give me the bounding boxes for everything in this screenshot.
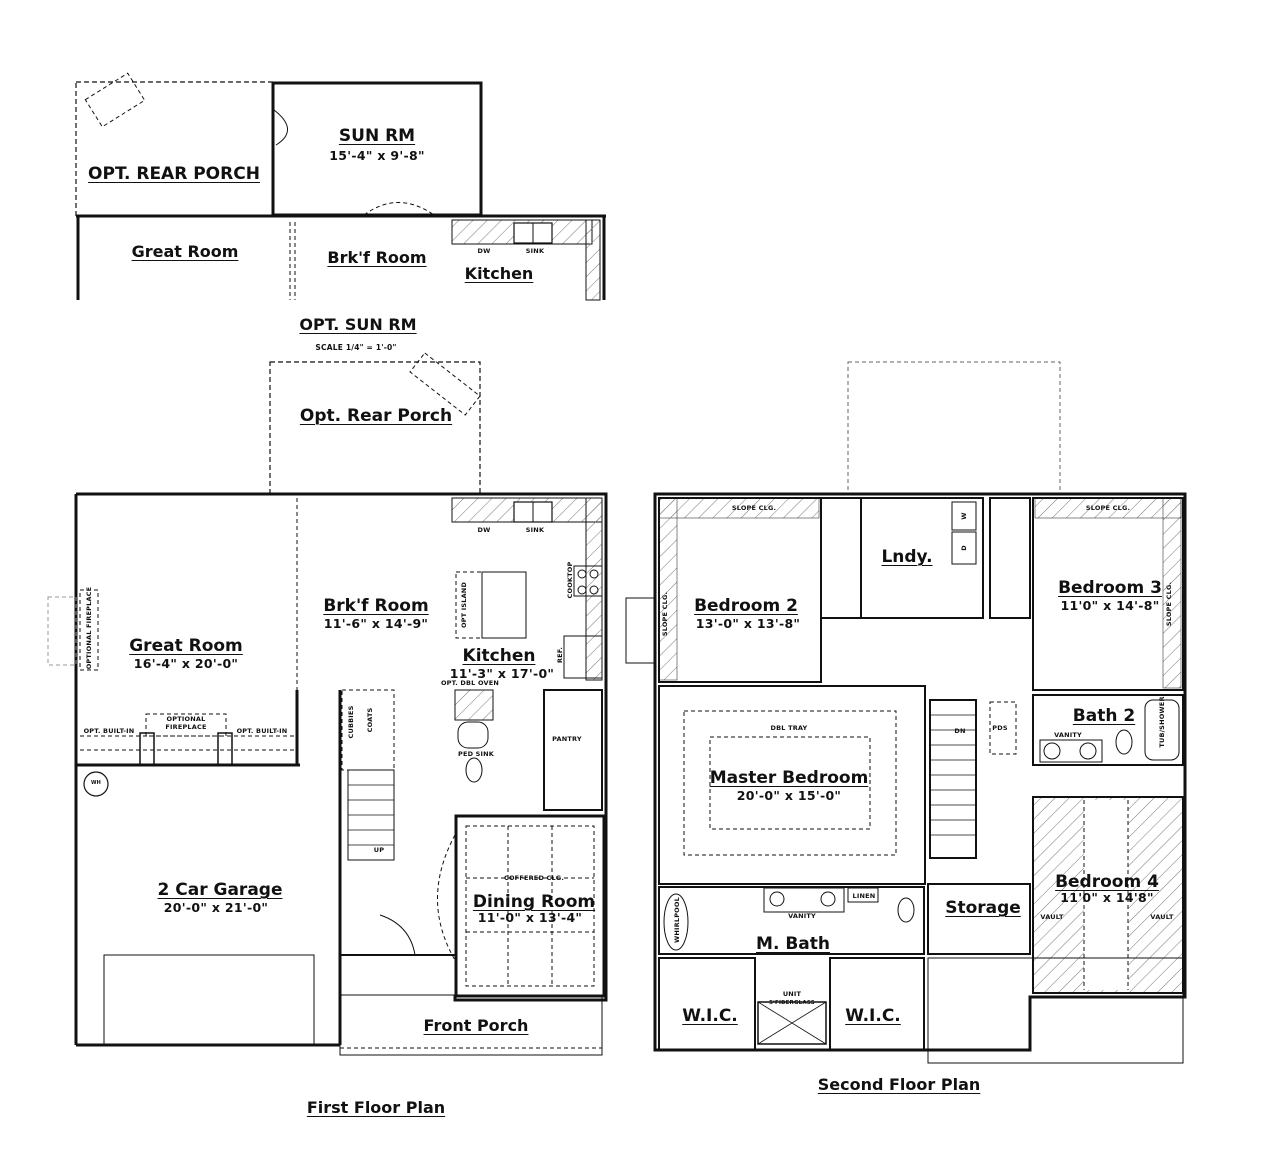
fiberglass-note: 5'FIBERGLASS: [769, 1000, 815, 1006]
great-room-dimensions: 16'-4" x 20'-0": [133, 656, 239, 671]
opt-island-note: OPT ISLAND: [460, 581, 468, 629]
water-heater-note: WH: [90, 780, 102, 786]
opt-dbl-oven-note: OPT. DBL OVEN: [440, 679, 500, 687]
sun-room-label: SUN RM: [338, 126, 416, 146]
master-bath-label: M. Bath: [756, 934, 830, 954]
brkf-room-label: Brk'f Room: [323, 596, 429, 616]
slope-clg-note-b3: SLOPE CLG.: [1085, 504, 1131, 512]
unit-note: UNIT: [782, 990, 802, 998]
slope-clg-note-b2-side: SLOPE CLG.: [661, 591, 669, 637]
bedroom-3-label: Bedroom 3: [1058, 578, 1162, 598]
up-note: UP: [373, 846, 385, 854]
rear-porch-label: OPT. REAR PORCH: [88, 164, 260, 184]
opt-rear-porch-label: Opt. Rear Porch: [299, 406, 453, 426]
bedroom-4-label: Bedroom 4: [1055, 872, 1159, 892]
bath-2-label: Bath 2: [1072, 706, 1136, 726]
optional-fireplace-side-note: OPTIONAL FIREPLACE: [85, 586, 93, 670]
dining-room-label: Dining Room: [472, 892, 596, 912]
bedroom-4-dimensions: 11'0" x 14'8": [1060, 890, 1154, 905]
cubbies-note: CUBBIES: [347, 705, 355, 739]
slope-clg-note-b3-side: SLOPE CLG.: [1165, 581, 1173, 627]
dw-note: DW: [477, 526, 491, 534]
scale-note: SCALE 1/4" = 1'-0": [315, 343, 397, 352]
laundry-label: Lndy.: [881, 547, 933, 567]
pantry-note: PANTRY: [552, 735, 582, 743]
kitchen-label: Kitchen: [462, 646, 536, 666]
dining-room-dimensions: 11'-0" x 13'-4": [477, 910, 583, 925]
great-room-label: Great Room: [129, 636, 243, 656]
linen-note: LINEN: [852, 892, 876, 900]
great-room-label: Great Room: [131, 242, 239, 261]
washer-note: W: [960, 512, 968, 520]
opt-built-in-right-note: OPT. BUILT-IN: [236, 727, 288, 735]
brkf-room-dimensions: 11'-6" x 14'-9": [323, 616, 429, 631]
bedroom-2-dimensions: 13'-0" x 13'-8": [695, 616, 801, 631]
dn-note: DN: [954, 727, 966, 735]
optional-fireplace-note: OPTIONAL FIREPLACE: [165, 715, 207, 731]
opt-built-in-left-note: OPT. BUILT-IN: [83, 727, 135, 735]
bedroom-2-label: Bedroom 2: [694, 596, 798, 616]
front-porch-label: Front Porch: [423, 1016, 529, 1035]
garage-label: 2 Car Garage: [157, 880, 283, 900]
slope-clg-note-b2: SLOPE CLG.: [731, 504, 777, 512]
sink-note: SINK: [525, 247, 545, 255]
opt-sun-room-title: OPT. SUN RM: [299, 315, 417, 334]
ref-note: REF.: [556, 646, 564, 664]
master-vanity-note: VANITY: [788, 912, 816, 920]
bedroom-3-dimensions: 11'0" x 14'-8": [1060, 598, 1160, 613]
first-floor-plan-title: First Floor Plan: [306, 1098, 446, 1117]
opt-sun-room-plan: [75, 72, 606, 301]
vault-left-note: VAULT: [1040, 913, 1064, 921]
ped-sink-note: PED SINK: [457, 750, 495, 758]
wic-left-label: W.I.C.: [682, 1006, 738, 1026]
brkf-room-label: Brk'f Room: [327, 248, 427, 267]
second-floor-plan: [625, 361, 1187, 1064]
tub-shower-note: TUB/SHOWER: [1158, 696, 1166, 748]
master-bedroom-label: Master Bedroom: [709, 768, 869, 788]
bath2-vanity-note: VANITY: [1054, 731, 1082, 739]
whirlpool-note: WHIRLPOOL: [673, 897, 681, 943]
wic-right-label: W.I.C.: [845, 1006, 901, 1026]
vault-right-note: VAULT: [1150, 913, 1174, 921]
pds-note: PDS: [992, 724, 1008, 732]
garage-dimensions: 20'-0" x 21'-0": [163, 900, 269, 915]
dryer-note: D: [960, 545, 968, 551]
master-bedroom-dimensions: 20'-0" x 15'-0": [736, 788, 842, 803]
kitchen-dimensions: 11'-3" x 17'-0": [449, 666, 555, 681]
dbl-tray-note: DBL TRAY: [770, 724, 808, 732]
second-floor-plan-title: Second Floor Plan: [817, 1075, 981, 1094]
storage-label: Storage: [945, 898, 1021, 918]
cooktop-note: COOKTOP: [566, 561, 574, 599]
coffered-ceiling-note: COFFERED CLG.: [503, 874, 565, 882]
dw-note: DW: [477, 247, 491, 255]
kitchen-label: Kitchen: [464, 264, 534, 283]
sink-note: SINK: [525, 526, 545, 534]
sun-room-dimensions: 15'-4" x 9'-8": [329, 148, 425, 163]
first-floor-plan: [47, 352, 608, 1056]
coats-note: COATS: [366, 707, 374, 733]
